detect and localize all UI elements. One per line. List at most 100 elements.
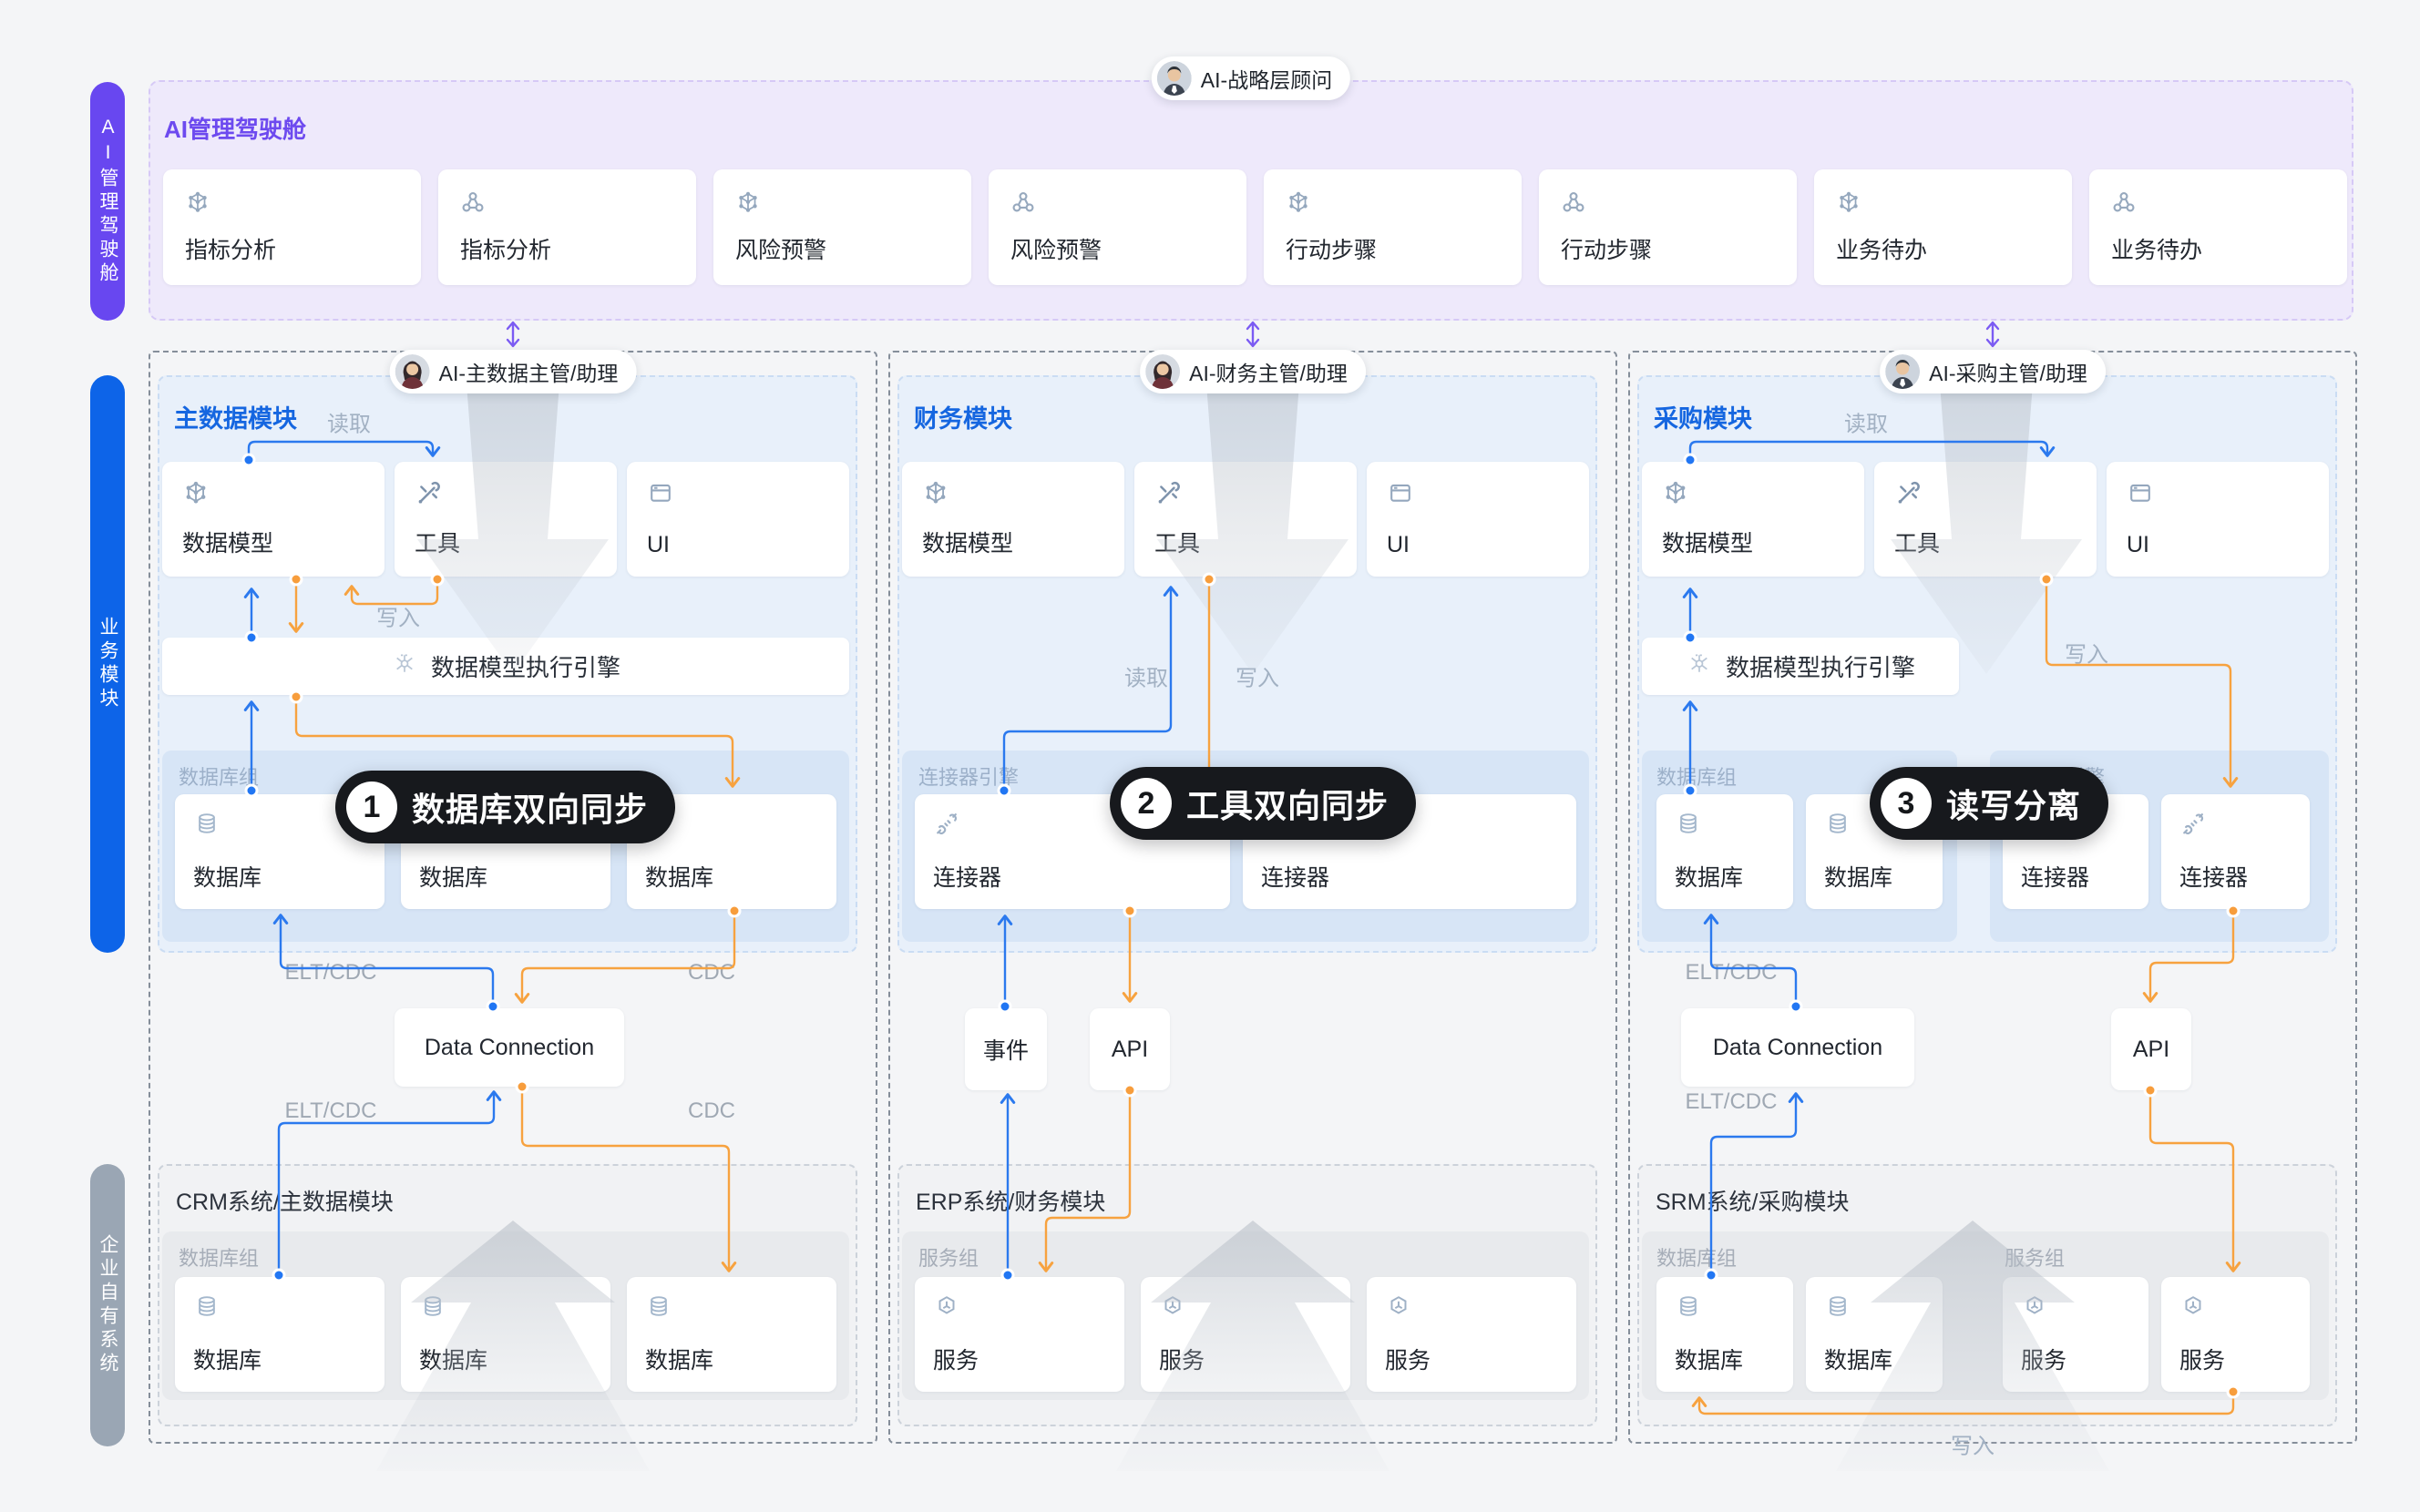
event-box: 事件 [965,1008,1047,1090]
card-label: 数据库 [645,1348,714,1374]
system-group-label: 数据库组 [1656,1247,1738,1270]
card-label: 数据库 [1824,865,1893,891]
cockpit-card-label: 行动步骤 [1561,238,1653,263]
agent-label: AI-采购主管/助理 [1929,362,2087,385]
flow-label-write: 写入 [1236,666,1279,691]
badge-number: 2 [1121,778,1172,829]
ui-window-icon [2127,480,2154,510]
cockpit-card: 行动步骤 [1539,169,1797,285]
agent-label: AI-财务主管/助理 [1189,362,1348,385]
database-icon [1824,811,1851,841]
card-label: 连接器 [1261,865,1330,891]
cockpit-card: 指标分析 [438,169,696,285]
card-service: 服务 [1367,1277,1576,1392]
workflow-icon [1561,189,1586,220]
system-title: CRM系统/主数据模块 [176,1190,394,1215]
model-cube-icon [922,480,949,510]
card-label: 服务 [2179,1348,2226,1374]
card-label: 连接器 [2179,865,2249,891]
card-label: 服务 [1385,1348,1431,1374]
cockpit-card-label: 业务待办 [1836,238,1928,263]
model-cube-icon [182,480,210,510]
flow-label-write: 写入 [376,606,420,631]
tools-icon [415,480,442,510]
badge-number: 1 [346,782,397,833]
cockpit-card: 指标分析 [163,169,421,285]
cockpit-card-label: 指标分析 [460,238,552,263]
cockpit-card-label: 风险预警 [1010,238,1102,263]
model-cube-icon [1662,480,1689,510]
card-label: 数据库 [193,865,262,891]
card-database: 数据库 [1656,794,1793,909]
system-title: ERP系统/财务模块 [916,1190,1106,1215]
card-label: UI [647,532,670,557]
module-header: 主数据模块 [174,405,297,433]
database-icon [193,811,220,841]
card-ui: UI [2107,462,2329,577]
engine-icon [1686,650,1713,682]
group-label: 数据库组 [179,766,260,789]
system-group-label: 数据库组 [179,1247,260,1270]
system-group-label: 服务组 [918,1247,979,1270]
cockpit-card: 业务待办 [2089,169,2347,285]
badge-label: 数据库双向同步 [412,791,649,828]
flow-label-elt: ELT/CDC [284,960,377,985]
model-cube-icon [1836,189,1861,220]
api-box: API [2111,1008,2191,1090]
model-cube-icon [1286,189,1311,220]
card-label: 数据库 [419,865,488,891]
tools-icon [1154,480,1182,510]
flow-label-write: 写入 [1951,1434,1994,1459]
card-label: 数据库 [1675,865,1744,891]
cockpit-card: 风险预警 [989,169,1246,285]
rail-business-modules: 业务模块 [90,375,125,953]
data-connection-box: Data Connection [1681,1008,1914,1087]
engine-label: 数据模型执行引擎 [430,654,620,681]
card-database: 数据库 [1806,1277,1943,1392]
cockpit-card-label: 风险预警 [735,238,827,263]
engine-label: 数据模型执行引擎 [1725,654,1915,681]
database-icon [1824,1293,1851,1323]
card-tools: 工具 [395,462,617,577]
card-service: 服务 [915,1277,1124,1392]
agent-pill-finance: AI-财务主管/助理 [1140,350,1366,393]
badge-label: 读写分离 [1946,787,2082,824]
cockpit-card-label: 业务待办 [2111,238,2203,263]
workflow-icon [1010,189,1036,220]
service-icon [2179,1293,2207,1323]
workflow-icon [460,189,486,220]
group-label: 数据库组 [1656,766,1738,789]
badge-tool-sync: 2 工具双向同步 [1110,767,1417,840]
card-label: 数据库 [193,1348,262,1374]
card-database: 数据库 [175,1277,385,1392]
card-label: 工具 [1154,531,1201,557]
agent-pill-master-data: AI-主数据主管/助理 [389,350,637,393]
engine-bar: 数据模型执行引擎 [162,638,849,695]
connector-icon [2179,811,2207,841]
card-data-model: 数据模型 [902,462,1124,577]
card-label: UI [1387,532,1410,557]
card-connector: 连接器 [2161,794,2310,909]
rail-enterprise-systems: 企业自有系统 [90,1164,125,1446]
flow-label-elt: ELT/CDC [1685,1089,1778,1114]
flow-label-cdc: CDC [688,960,735,985]
engine-bar: 数据模型执行引擎 [1642,638,1959,695]
service-icon [933,1293,960,1323]
badge-db-sync: 1 数据库双向同步 [335,771,676,843]
card-label: 数据模型 [182,531,274,557]
tools-icon [1894,480,1922,510]
model-cube-icon [185,189,210,220]
avatar [1156,61,1192,96]
database-icon [193,1293,220,1323]
flow-label-read: 读取 [1844,412,1888,437]
card-label: 连接器 [2021,865,2090,891]
connector-icon [933,811,960,841]
module-header: 采购模块 [1654,405,1752,433]
avatar [395,354,430,389]
service-icon [1159,1293,1186,1323]
badge-number: 3 [1881,778,1932,829]
card-data-model: 数据模型 [162,462,385,577]
badge-label: 工具双向同步 [1186,787,1389,824]
flow-label-read: 读取 [1124,666,1168,691]
database-icon [1675,1293,1702,1323]
